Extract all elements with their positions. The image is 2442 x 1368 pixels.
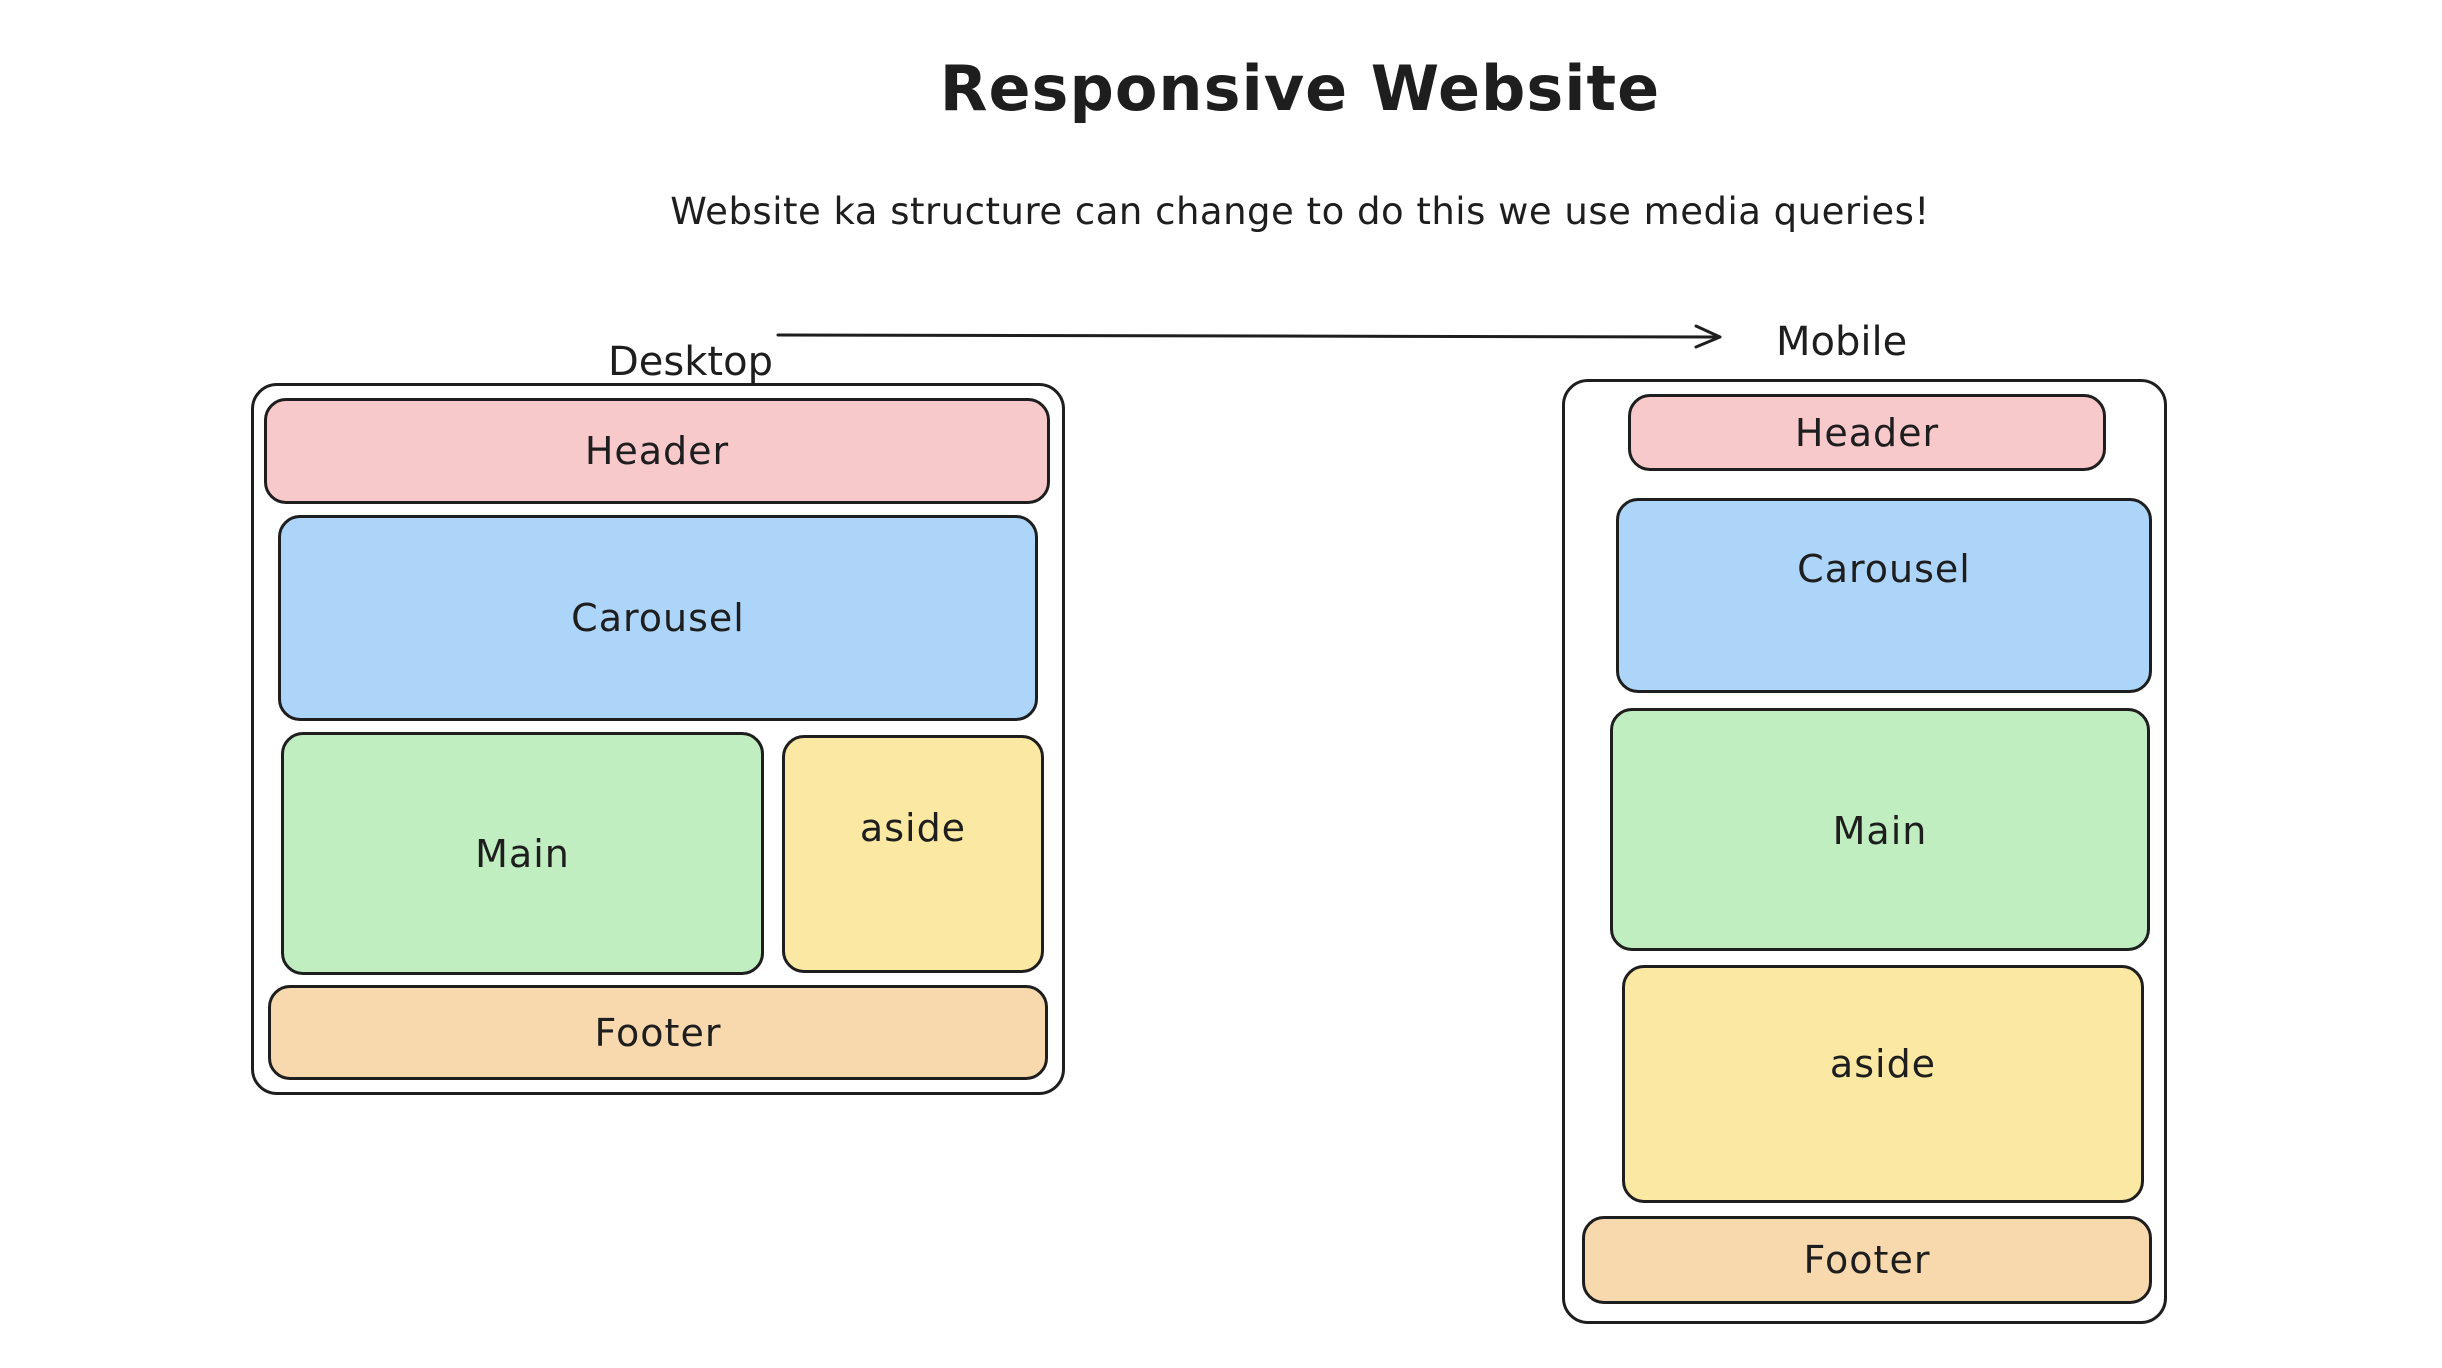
desktop-carousel-label: Carousel <box>571 596 745 640</box>
mobile-main-label: Main <box>1832 809 1928 853</box>
desktop-label: Desktop <box>608 339 773 385</box>
desktop-main-label: Main <box>475 831 570 876</box>
mobile-aside-label: aside <box>1829 1042 1937 1086</box>
desktop-footer-label: Footer <box>594 1010 722 1055</box>
mobile-footer-label: Footer <box>1803 1238 1931 1282</box>
mobile-frame <box>1562 379 2167 1324</box>
desktop-frame <box>251 383 1065 1095</box>
desktop-header-block: Header <box>264 398 1050 504</box>
mobile-footer-block: Footer <box>1582 1216 2152 1304</box>
mobile-main-block: Main <box>1610 708 2150 951</box>
diagram-title: Responsive Website <box>939 52 1661 125</box>
mobile-carousel-block: Carousel <box>1616 498 2152 693</box>
mobile-aside-block: aside <box>1622 965 2144 1203</box>
mobile-carousel-label: Carousel <box>1797 547 1971 591</box>
mobile-header-label: Header <box>1794 410 1940 455</box>
desktop-main-block: Main <box>281 732 764 975</box>
mobile-header-block: Header <box>1628 394 2106 471</box>
mobile-label: Mobile <box>1776 319 1908 365</box>
desktop-aside-block: aside <box>782 735 1044 973</box>
desktop-aside-label: aside <box>859 806 967 850</box>
desktop-carousel-block: Carousel <box>278 515 1038 721</box>
desktop-footer-block: Footer <box>268 985 1048 1080</box>
diagram-subtitle: Website ka structure can change to do th… <box>670 190 1930 233</box>
desktop-header-label: Header <box>584 429 730 473</box>
